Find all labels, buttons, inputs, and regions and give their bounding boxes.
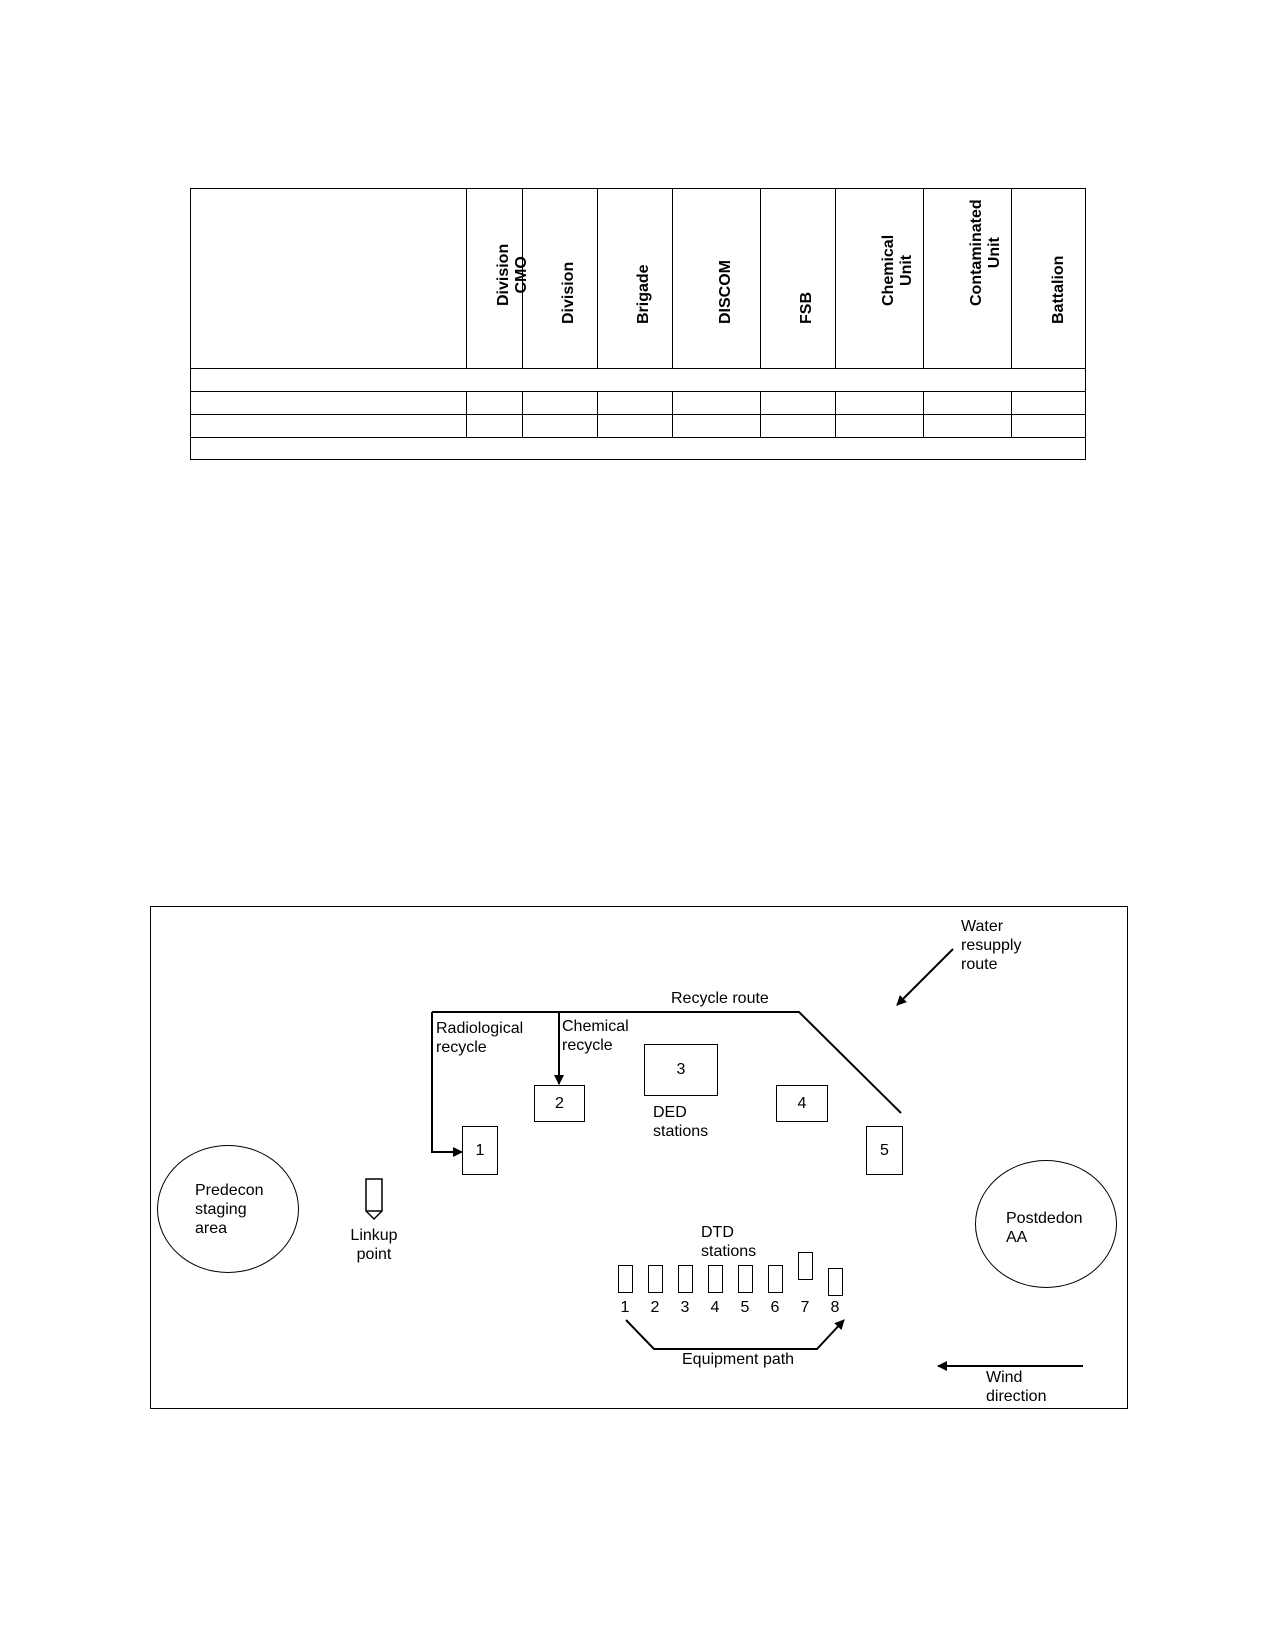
table-row-divider xyxy=(191,391,1085,392)
linkup-point-marker xyxy=(365,1178,383,1221)
predecon-staging-area xyxy=(157,1145,299,1273)
column-header-label: DISCOM xyxy=(716,260,734,324)
table-column-divider xyxy=(466,391,467,437)
dtd-station-2 xyxy=(648,1265,663,1293)
table-column-divider xyxy=(1011,391,1012,437)
table-column-divider xyxy=(597,391,598,437)
column-header-chemical-unit: Chemical Unit xyxy=(835,189,923,368)
dtd-station-3 xyxy=(678,1265,693,1293)
table-column-divider xyxy=(923,391,924,437)
column-header-label: Division xyxy=(560,261,577,324)
column-header-division-cmo: Division CMO xyxy=(466,189,530,368)
table-column-divider xyxy=(835,391,836,437)
dtd-number: 7 xyxy=(800,1299,810,1316)
ded-stations-label: DED stations xyxy=(653,1104,709,1140)
water-resupply-label: Water resupply route xyxy=(961,918,1022,973)
column-header-label: Contaminated Unit xyxy=(967,199,1003,306)
column-header-label: Chemical Unit xyxy=(879,234,915,306)
responsibility-table: Division CMO Division Brigade DISCOM FSB… xyxy=(190,188,1086,460)
postdedon-aa-area xyxy=(975,1160,1117,1288)
ded-station-1: 1 xyxy=(462,1126,498,1175)
column-header-brigade: Brigade xyxy=(597,189,672,368)
table-column-divider xyxy=(672,391,673,437)
chemical-recycle-label: Chemical recycle xyxy=(562,1018,629,1054)
ded-station-4: 4 xyxy=(776,1085,828,1122)
dtd-station-5 xyxy=(738,1265,753,1293)
dtd-number: 4 xyxy=(710,1299,720,1316)
linkup-point-label: Linkup point xyxy=(350,1227,398,1263)
table-column-divider xyxy=(760,391,761,437)
dtd-station-4 xyxy=(708,1265,723,1293)
dtd-station-1 xyxy=(618,1265,633,1293)
dtd-number: 6 xyxy=(770,1299,780,1316)
recycle-route-label: Recycle route xyxy=(671,990,769,1007)
column-header-label: Brigade xyxy=(635,264,652,324)
diagram-lines xyxy=(365,948,1083,1371)
dtd-number: 2 xyxy=(650,1299,660,1316)
dtd-stations-label: DTD stations xyxy=(701,1224,757,1260)
recycle-route-line xyxy=(432,1011,902,1114)
column-header-division: Division xyxy=(522,189,597,368)
column-header-contaminated-unit: Contaminated Unit xyxy=(923,189,1011,368)
column-header-label: FSB xyxy=(798,292,815,324)
dtd-number: 8 xyxy=(830,1299,840,1316)
ded-station-5: 5 xyxy=(866,1126,903,1175)
radiological-recycle-label: Radiological recycle xyxy=(436,1020,524,1056)
dtd-number: 5 xyxy=(740,1299,750,1316)
wind-direction-label: Wind direction xyxy=(986,1369,1047,1405)
column-header-discom: DISCOM xyxy=(672,189,760,368)
water-resupply-arrow xyxy=(896,948,954,1006)
dtd-station-7 xyxy=(798,1252,813,1280)
dtd-station-6 xyxy=(768,1265,783,1293)
column-header-battalion: Battalion xyxy=(1011,189,1087,368)
dtd-number: 1 xyxy=(620,1299,630,1316)
table-column-divider xyxy=(522,391,523,437)
table-row-divider xyxy=(191,414,1085,415)
equipment-path-arrow xyxy=(625,1319,845,1350)
equipment-path-label: Equipment path xyxy=(682,1351,795,1368)
table-row-divider xyxy=(191,437,1085,438)
dtd-number: 3 xyxy=(680,1299,690,1316)
column-header-fsb: FSB xyxy=(760,189,835,368)
ded-station-2: 2 xyxy=(534,1085,585,1122)
column-header-label: Battalion xyxy=(1049,255,1067,324)
dtd-station-8 xyxy=(828,1268,843,1296)
decon-site-diagram: Water resupply route Recycle route Radio… xyxy=(150,906,1128,1409)
table-row-divider xyxy=(191,368,1085,369)
ded-station-3: 3 xyxy=(644,1044,718,1096)
radiological-recycle-arrow xyxy=(431,1012,463,1157)
